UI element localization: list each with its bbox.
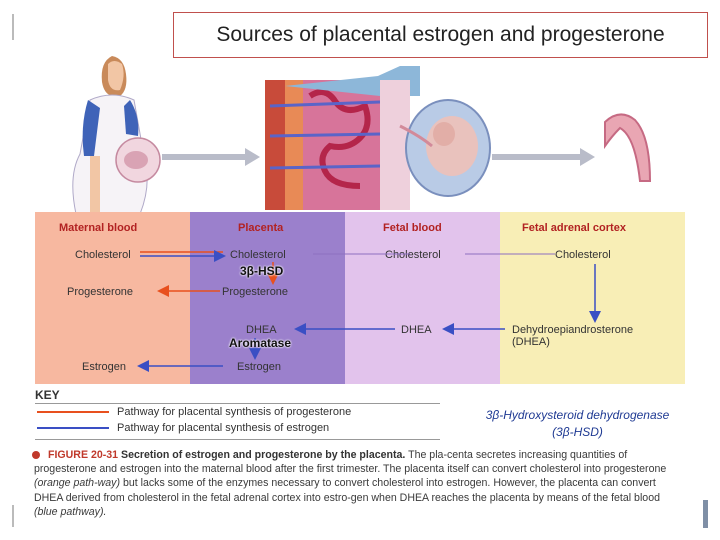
- placenta-progesterone: Progesterone: [222, 286, 289, 298]
- lane-fetal-blood: Fetal blood Cholesterol DHEA: [345, 212, 500, 384]
- figure-text-blue-pathway: (blue pathway).: [34, 505, 107, 518]
- figure-label: FIGURE 20-31: [48, 449, 119, 461]
- lane-maternal-blood: Maternal blood Cholesterol Progesterone …: [35, 212, 190, 384]
- key-divider-bottom: [35, 439, 440, 440]
- zoom-arrow-1: [162, 148, 260, 166]
- abbreviation-note: 3β-Hydroxysteroid dehydrogenase (3β-HSD): [460, 407, 695, 441]
- fetal-blood-cholesterol: Cholesterol: [385, 249, 441, 261]
- figure-caption: FIGURE 20-31 Secretion of estrogen and p…: [32, 448, 684, 519]
- key-label-progesterone: Pathway for placental synthesis of proge…: [117, 406, 352, 418]
- abbreviation-full: 3β-Hydroxysteroid dehydrogenase: [485, 408, 670, 422]
- lane-fetal-adrenal-cortex: Fetal adrenal cortex Cholesterol Dehydro…: [500, 212, 685, 384]
- abbreviation-short: (3β-HSD): [552, 425, 603, 439]
- fetal-blood-dhea: DHEA: [401, 324, 432, 336]
- figure-heading: Secretion of estrogen and progesterone b…: [121, 449, 406, 461]
- maternal-cholesterol: Cholesterol: [75, 249, 131, 261]
- zoom-arrow-2: [492, 148, 595, 166]
- figure-text-1: The pla-centa secretes increasing quanti…: [34, 449, 667, 476]
- placenta-dhea: DHEA: [246, 324, 277, 336]
- maternal-estrogen: Estrogen: [82, 361, 127, 373]
- slide-left-rule-bottom: [12, 505, 14, 527]
- pathway-arrows: [137, 250, 601, 372]
- slide-right-rule: [703, 500, 708, 528]
- fetal-adrenal-dhea-full: Dehydroepiandrosterone: [512, 324, 634, 336]
- key-swatches: [37, 411, 109, 429]
- slide-title-box: Sources of placental estrogen and proges…: [173, 12, 708, 58]
- fetal-adrenal-cholesterol: Cholesterol: [555, 249, 611, 261]
- caption-bullet-icon: [32, 451, 40, 459]
- pregnant-woman-figure: [72, 56, 161, 214]
- key-divider-top: [35, 403, 440, 404]
- figure-text-orange-pathway: (orange path-way): [34, 477, 120, 490]
- lane-header-fetal-adrenal: Fetal adrenal cortex: [522, 222, 626, 234]
- uterine-wall-section: [265, 66, 420, 210]
- fetal-adrenal-dhea-abbr: (DHEA): [512, 336, 550, 348]
- lane-header-fetal-blood: Fetal blood: [383, 222, 442, 234]
- lane-header-placenta: Placenta: [238, 222, 284, 234]
- enzyme-3b-hsd: 3β-HSD: [240, 264, 284, 278]
- fetus-illustration: [399, 99, 491, 197]
- placenta-estrogen: Estrogen: [237, 361, 282, 373]
- enzyme-aromatase: Aromatase: [229, 336, 292, 350]
- legend-key: KEY Pathway for placental synthesis of p…: [35, 388, 440, 442]
- figure-text-3: but lacks some of the enzymes necessary …: [34, 477, 660, 504]
- placenta-illustration: [604, 113, 652, 182]
- slide-title: Sources of placental estrogen and proges…: [216, 23, 665, 46]
- maternal-progesterone: Progesterone: [67, 286, 134, 298]
- key-label-estrogen: Pathway for placental synthesis of estro…: [117, 422, 330, 434]
- pregnancy-illustration: [72, 56, 652, 214]
- slide-left-rule: [12, 14, 14, 40]
- lane-header-maternal-blood: Maternal blood: [59, 222, 138, 234]
- placenta-cholesterol: Cholesterol: [230, 249, 286, 261]
- key-title: KEY: [35, 388, 60, 402]
- pathway-diagram: Maternal blood Cholesterol Progesterone …: [35, 212, 685, 384]
- lane-placenta: Placenta Cholesterol Progesterone DHEA E…: [190, 212, 345, 384]
